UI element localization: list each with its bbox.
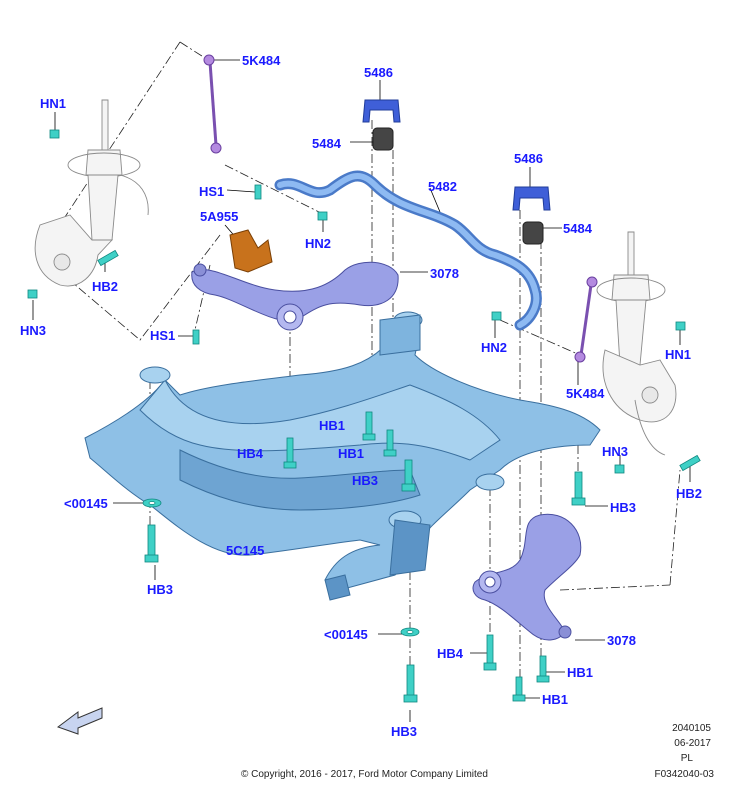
bracket-5a955	[229, 229, 273, 273]
front-direction-arrow	[56, 707, 103, 735]
callout-hn3-right: HN3	[602, 444, 629, 459]
copyright-text: © Copyright, 2016 - 2017, Ford Motor Com…	[241, 769, 488, 780]
bolt-hb1-b	[383, 429, 397, 457]
left-stabilizer-link	[203, 54, 222, 154]
callout-hb3-right: HB3	[610, 500, 637, 515]
lower-control-arm-right	[472, 513, 582, 641]
upper-bushing-bracket	[362, 99, 401, 151]
bolt-hb1-a	[362, 411, 376, 441]
washer-00145-left	[142, 498, 162, 508]
right-strut-knuckle	[596, 231, 677, 456]
illustration-date: 06-2017	[674, 738, 711, 749]
callout-hb3-left: HB3	[147, 582, 174, 597]
callout-hn2-left: HN2	[305, 236, 332, 251]
bolt-hb3-left	[144, 524, 159, 563]
callout-3078-upper: 3078	[430, 266, 459, 281]
bolt-hb4-left	[283, 437, 297, 469]
callout-5k484-top: 5K484	[242, 53, 281, 68]
bolt-hb3-bottom	[403, 664, 418, 703]
callout-hb2-left: HB2	[92, 279, 119, 294]
callout-hb4-lower: HB4	[437, 646, 464, 661]
bolt-hs1-upper	[254, 184, 262, 200]
bolt-hb3-right	[571, 471, 586, 506]
right-bushing-bracket	[512, 186, 551, 245]
callout-hb4-left: HB4	[237, 446, 264, 461]
right-stabilizer-link	[574, 276, 598, 363]
callout-hs1-upper: HS1	[199, 184, 225, 199]
callout-hs1-lower: HS1	[150, 328, 176, 343]
bolt-hb1-c	[536, 655, 550, 683]
nut-hn3-right	[614, 464, 625, 474]
callout-5484-right: 5484	[563, 221, 592, 236]
nut-hn1-left	[49, 129, 60, 139]
callout-00145-bottom: <00145	[324, 627, 368, 642]
callout-5k484-right: 5K484	[566, 386, 605, 401]
bolt-hs1-lower	[192, 329, 200, 345]
callout-00145-left: <00145	[64, 496, 108, 511]
callout-5482: 5482	[428, 179, 457, 194]
washer-00145-bottom	[400, 627, 420, 637]
nut-hn1-right	[675, 321, 686, 331]
callout-5a955: 5A955	[200, 209, 239, 224]
callout-hn3-left: HN3	[20, 323, 47, 338]
callout-hb1-c: HB1	[567, 665, 594, 680]
callout-5486-right: 5486	[514, 151, 543, 166]
bolt-hb3-mid	[401, 459, 416, 492]
nut-hn2-right	[491, 311, 502, 321]
bolt-hb2-right	[679, 454, 701, 472]
callout-hb1-d: HB1	[542, 692, 569, 707]
nut-hn2-left	[317, 211, 328, 221]
callout-hn1-right: HN1	[665, 347, 692, 362]
callout-5484-top: 5484	[312, 136, 341, 151]
callout-3078-lower: 3078	[607, 633, 636, 648]
callout-hb3-bottom: HB3	[391, 724, 418, 739]
callout-hb1-b: HB1	[338, 446, 365, 461]
illustration-lang: PL	[680, 753, 693, 764]
stabilizer-bar	[274, 170, 542, 331]
bolt-hb1-d	[512, 676, 526, 702]
callout-hn1-left: HN1	[40, 96, 67, 111]
lower-control-arm-left	[191, 261, 399, 331]
front-subframe	[84, 311, 601, 601]
bolt-hb2-left	[97, 249, 119, 267]
callout-hb3-mid: HB3	[352, 473, 379, 488]
illustration-ref: F0342040-03	[654, 769, 715, 780]
callout-5c145: 5C145	[226, 543, 265, 558]
left-strut-knuckle	[34, 99, 149, 287]
callout-5486-top: 5486	[364, 65, 393, 80]
nut-hn3-left	[27, 289, 38, 299]
callout-hb1-a: HB1	[319, 418, 346, 433]
illustration-code: 2040105	[672, 723, 711, 734]
callout-hb2-right: HB2	[676, 486, 703, 501]
bolts	[27, 129, 701, 703]
bolt-hb4-lower	[483, 634, 497, 671]
callout-hn2-right: HN2	[481, 340, 508, 355]
